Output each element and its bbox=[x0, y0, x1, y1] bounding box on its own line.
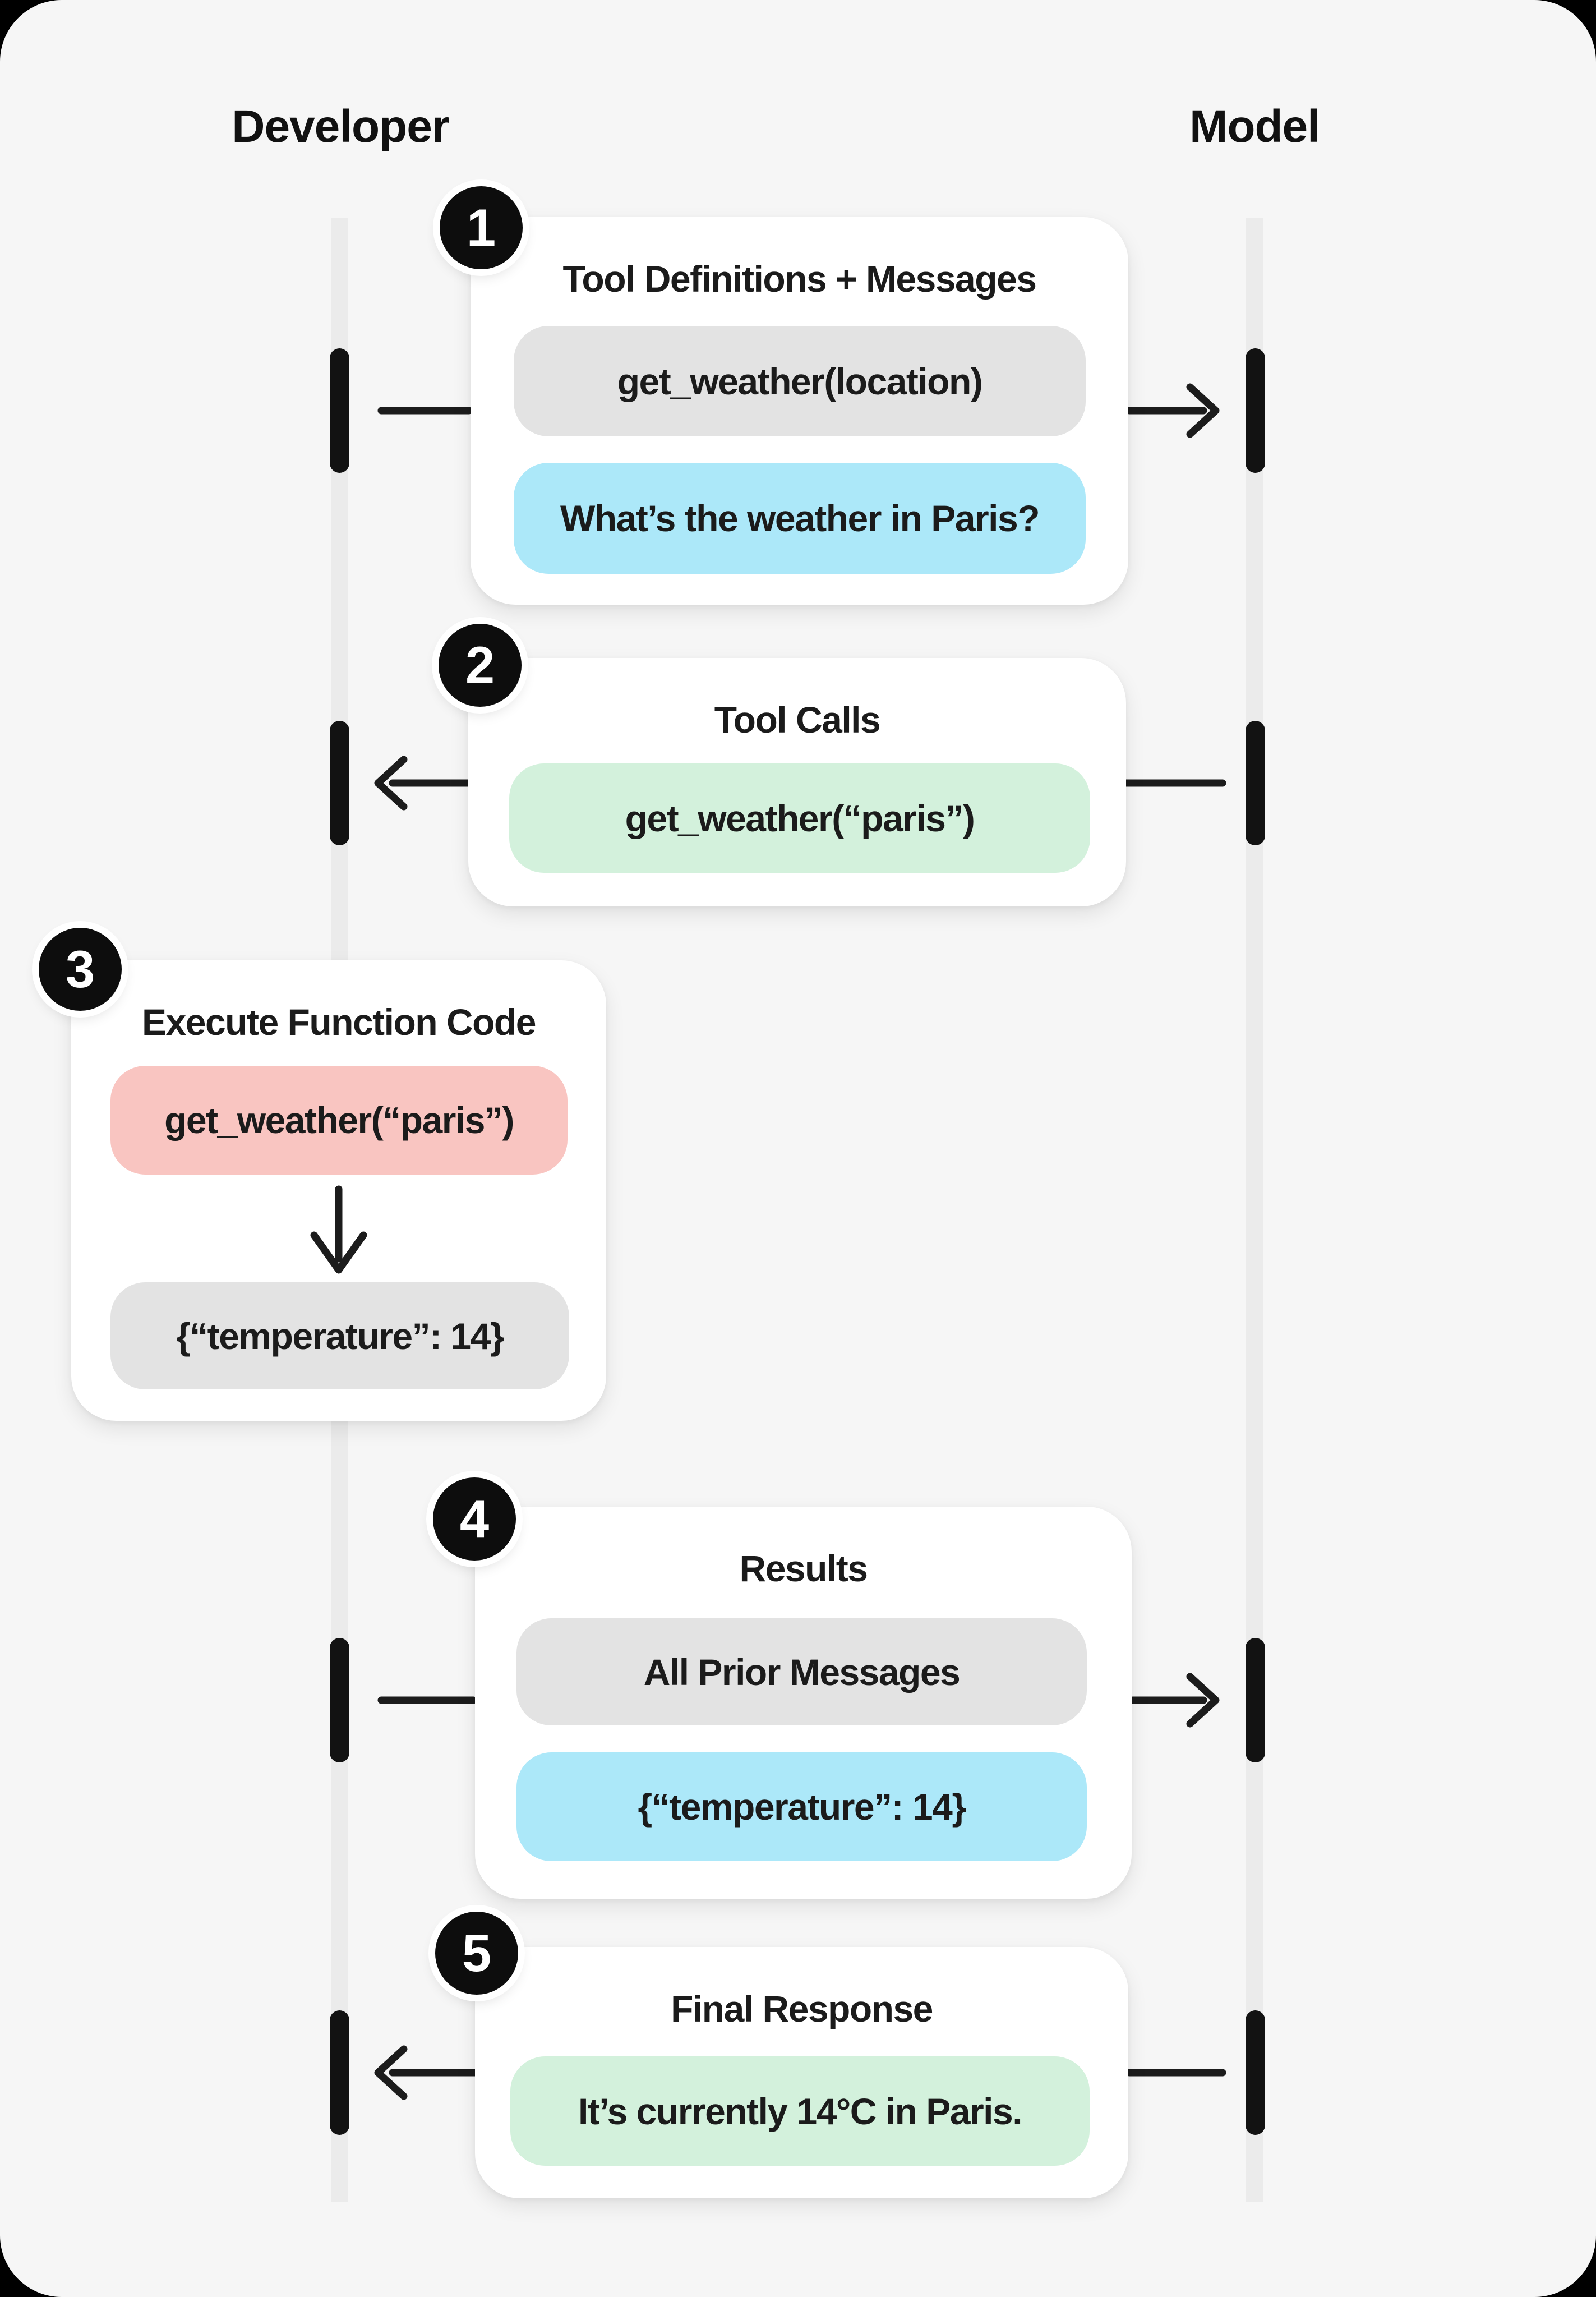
step-badge-4: 4 bbox=[433, 1477, 516, 1561]
step-card-final-response: Final Response It’s currently 14°C in Pa… bbox=[475, 1947, 1128, 2198]
step-card-execute-function: Execute Function Code get_weather(“paris… bbox=[71, 960, 606, 1421]
arrow-right-icon bbox=[1186, 383, 1220, 438]
arrow-left-icon bbox=[374, 756, 408, 811]
tool-result-pill: {“temperature”: 14} bbox=[516, 1752, 1087, 1861]
step-badge-1: 1 bbox=[440, 186, 523, 269]
model-lifeline bbox=[1246, 218, 1263, 2202]
step-badge-2: 2 bbox=[439, 624, 522, 707]
final-response-pill: It’s currently 14°C in Paris. bbox=[510, 2056, 1090, 2166]
arrow-down-icon bbox=[310, 1185, 367, 1274]
arrow-right-icon bbox=[1186, 1673, 1220, 1728]
developer-tick-step5 bbox=[330, 2010, 349, 2135]
developer-tick-step2 bbox=[330, 721, 349, 845]
tool-definition-pill: get_weather(location) bbox=[514, 326, 1086, 436]
developer-lane-label: Developer bbox=[232, 101, 450, 152]
model-tick-step2 bbox=[1246, 721, 1265, 845]
arrow-left-icon bbox=[374, 2045, 408, 2100]
step-title: Execute Function Code bbox=[142, 1001, 536, 1043]
model-lane-label: Model bbox=[1189, 101, 1320, 152]
user-message-pill: What’s the weather in Paris? bbox=[514, 463, 1086, 574]
step-badge-5: 5 bbox=[435, 1912, 518, 1995]
step-title: Results bbox=[739, 1548, 868, 1589]
prior-messages-pill: All Prior Messages bbox=[516, 1618, 1087, 1725]
function-execution-pill: get_weather(“paris”) bbox=[110, 1066, 568, 1175]
step-card-tool-definitions: Tool Definitions + Messages get_weather(… bbox=[471, 217, 1128, 605]
tool-call-pill: get_weather(“paris”) bbox=[509, 763, 1090, 873]
step-card-tool-calls: Tool Calls get_weather(“paris”) bbox=[468, 658, 1126, 906]
step-title: Tool Definitions + Messages bbox=[562, 258, 1037, 300]
model-tick-step4 bbox=[1246, 1638, 1265, 1762]
developer-tick-step1 bbox=[330, 348, 349, 473]
step-card-results: Results All Prior Messages {“temperature… bbox=[475, 1507, 1132, 1899]
developer-tick-step4 bbox=[330, 1638, 349, 1762]
step-title: Final Response bbox=[671, 1988, 933, 2029]
model-tick-step5 bbox=[1246, 2010, 1265, 2135]
step-badge-3: 3 bbox=[39, 928, 122, 1011]
model-tick-step1 bbox=[1246, 348, 1265, 473]
function-result-pill: {“temperature”: 14} bbox=[110, 1282, 569, 1389]
step-title: Tool Calls bbox=[714, 699, 881, 740]
